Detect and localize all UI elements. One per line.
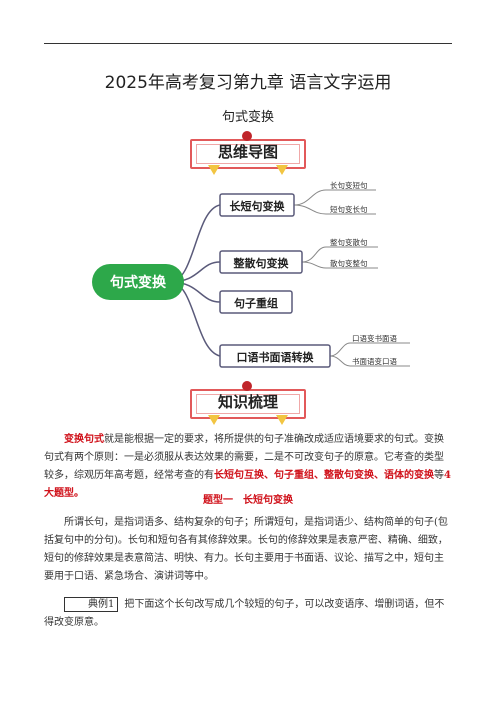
branch-node (219, 250, 303, 274)
branch-label: 长短句变换 (230, 199, 286, 213)
leaf-label: 散句变整句 (330, 258, 368, 268)
example-tag: 典例1 (64, 597, 119, 612)
branch-label: 句子重组 (234, 296, 278, 310)
intro-tail: 等 (434, 470, 444, 481)
root-node-label: 句式变换 (110, 274, 167, 291)
body-paragraph: 所谓长句，是指词语多、结构复杂的句子；所谓短句，是指词语少、结构简单的句子(包括… (44, 517, 448, 582)
leaf-label: 长句变短句 (330, 180, 368, 190)
leaf-label: 口语变书面语 (352, 333, 397, 343)
intro-paragraph: 变换句式就是能根据一定的要求，将所提供的句子准确改成适应语境要求的句式。变换句式… (44, 431, 452, 503)
header-rule (44, 43, 452, 44)
ribbon-tag-icon (276, 165, 288, 175)
mind-map-banner-label: 思维导图 (217, 143, 278, 161)
leaf-label: 书面语变口语 (352, 356, 397, 366)
leaf-label: 短句变长句 (330, 204, 368, 214)
section-heading: 题型一 长短句变换 (203, 495, 293, 506)
example-text: 把下面这个长句改写成几个较短的句子，可以改变语序、增删词语，但不得改变原意。 (44, 599, 445, 628)
pin-icon (242, 131, 252, 141)
branch-node (219, 344, 331, 368)
branch-label: 口语书面语转换 (237, 350, 315, 364)
ribbon-tag-icon (276, 415, 288, 425)
knowledge-banner-label: 知识梳理 (217, 393, 278, 411)
leaf-label: 整句变散句 (330, 237, 368, 247)
branch-node (219, 193, 295, 217)
mind-map-banner: 思维导图 (190, 131, 306, 175)
knowledge-banner: 知识梳理 (190, 381, 306, 425)
intro-text: 就是能根据一定的要求，将所提供的句子准确改成适应语境要求的句式。变换句式有两个原… (44, 434, 444, 481)
intro-highlight: 长短句互换、句子重组、整散句变换、语体的变换 (214, 470, 434, 481)
intro-term: 变换句式 (64, 434, 104, 445)
intro-tail-highlight: 4大题型。 (44, 470, 451, 499)
root-node (92, 264, 184, 300)
ribbon-tag-icon (208, 165, 220, 175)
page-subtitle: 句式变换 (221, 110, 274, 125)
pin-icon (242, 381, 252, 391)
ribbon-tag-icon (208, 415, 220, 425)
branch-node (219, 290, 293, 314)
branch-label: 整散句变换 (233, 256, 290, 270)
page-title: 2025年高考复习第九章 语言文字运用 (104, 73, 392, 93)
